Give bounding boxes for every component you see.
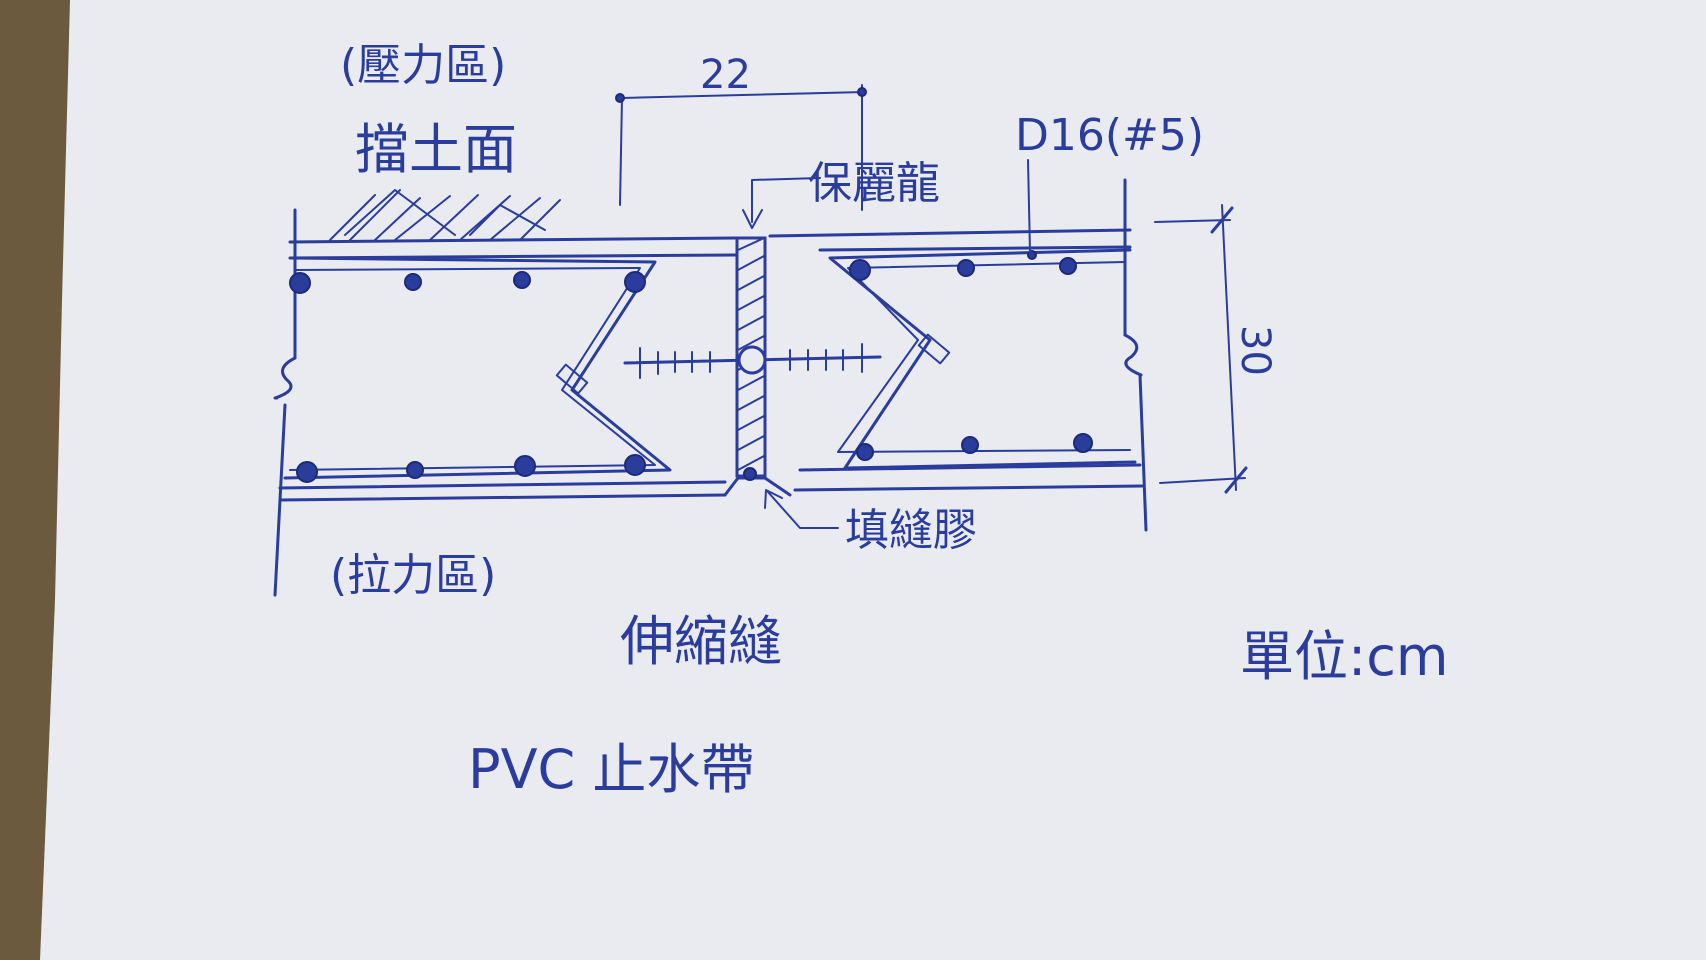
rebar-dot [856,443,874,461]
protection-label: 保麗龍 [808,158,940,209]
joint-filler-label: 填縫膠 [845,505,977,556]
dim-width-label: 22 [700,52,751,98]
retaining-face-label: 擋土面 [355,118,517,181]
right-break-line [1123,333,1143,377]
left-slab-top-face [288,236,737,244]
waterstop-center-bulb [737,345,767,375]
bar-spec-leader [1027,159,1031,253]
leader-lines [742,159,1031,529]
protection-leader [742,177,821,229]
rebar-dot [961,436,979,454]
waterstop-label: PVC 止水帶 [468,738,754,801]
compression-zone-label: (壓力區) [340,40,506,91]
filler-leader [764,489,839,529]
paper-sheet [40,0,1706,960]
joint-center [623,236,882,497]
rebar-dot [296,461,318,483]
right-slab-section [768,178,1148,532]
rebar-dot [406,461,424,479]
left-break-line [273,356,297,400]
rebar-dot [957,259,975,277]
left-slab-section [273,208,737,597]
joint-sealant-icon [743,467,757,481]
tension-zone-label: (拉力區) [330,550,496,601]
unit-label: 單位:cm [1240,625,1449,688]
rebar-dot [624,454,646,476]
rebar-dot [1073,433,1093,453]
rebar-dot [513,271,531,289]
right-rebar-hook [828,248,1137,470]
right-rebar-tie-icon [917,333,951,365]
rebar-dot [624,271,646,293]
rebar-dot [514,455,536,477]
dimension-width [615,84,867,211]
left-rebar-hook [283,256,672,480]
rebar-dot [404,273,422,291]
rebar-dot [1059,257,1077,275]
dim-height-label: 30 [1232,325,1278,376]
left-slab-bottom-face [278,480,727,490]
rebar-dot [289,272,311,294]
rebar-dot [849,259,871,281]
dimension-height [1154,204,1248,494]
right-slab-top-face [768,228,1132,238]
expansion-joint-label: 伸縮縫 [620,610,782,673]
left-rebar-tie-icon [555,363,589,395]
soil-hatch-icon [329,189,561,241]
bar-spec-label: D16(#5) [1015,110,1204,161]
